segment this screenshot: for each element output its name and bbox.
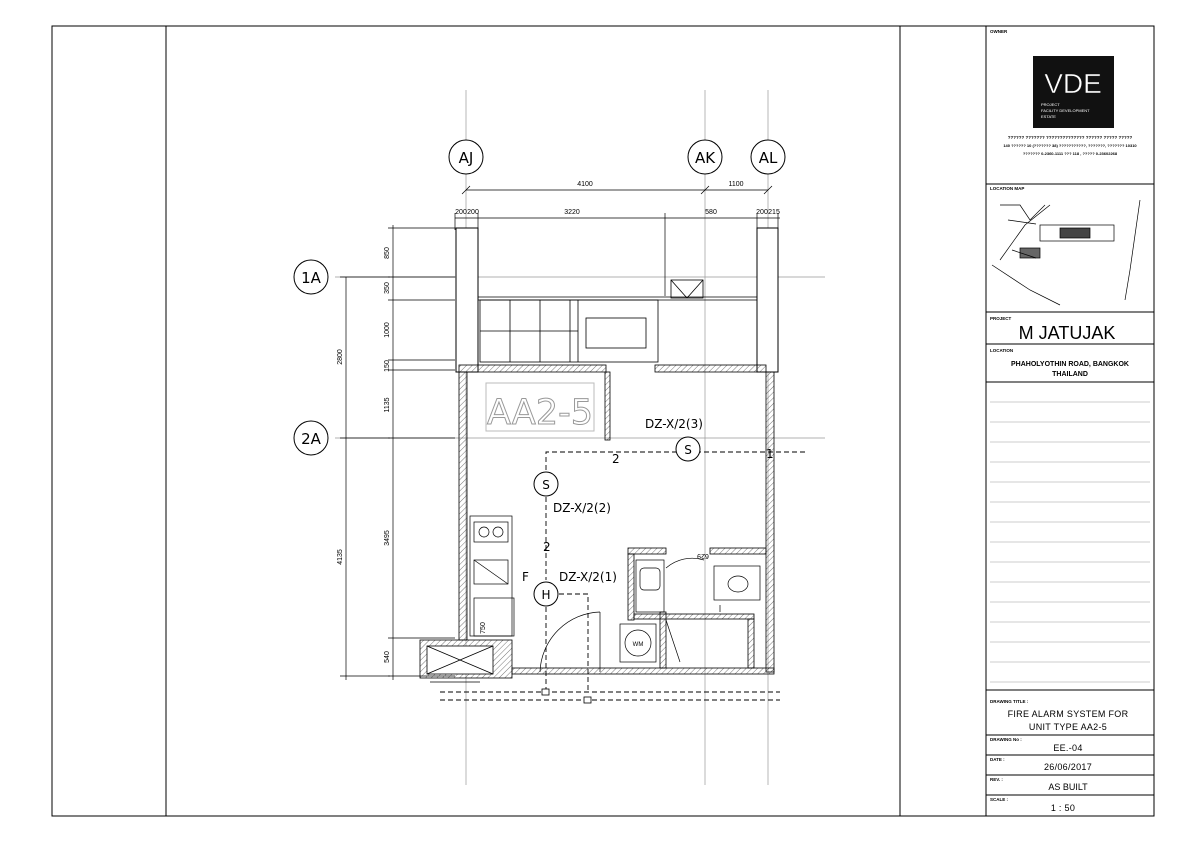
grid-label-al: AL <box>759 149 778 167</box>
drawing-title-line-2: UNIT TYPE AA2-5 <box>1029 722 1107 732</box>
zone-label-2: DZ-X/2(2) <box>553 501 611 515</box>
zone-label-1: DZ-X/2(1) <box>559 570 617 584</box>
zone-label-3: DZ-X/2(3) <box>645 417 703 431</box>
kitchen-counter <box>469 515 601 673</box>
dim-4135: 4135 <box>337 549 344 565</box>
dim-3495: 3495 <box>384 530 391 546</box>
logo-text: VDE <box>1044 68 1102 99</box>
dim-540: 540 <box>384 651 391 663</box>
rev-label: REV. : <box>990 777 1003 782</box>
exterior-walls <box>458 364 775 675</box>
drawing-title-label: DRAWING TITLE : <box>990 699 1029 704</box>
smoke-detector-3[interactable]: S <box>675 436 701 462</box>
title-block <box>986 183 1154 796</box>
wiring-terminators <box>541 688 592 704</box>
dim-1000: 1000 <box>384 322 391 338</box>
smoke-detector-symbol-3: S <box>684 443 692 457</box>
owner-line-2: 140 ?????? 10 (??????? 38) ???????????, … <box>1003 143 1137 148</box>
scale-label: SCALE : <box>990 797 1009 802</box>
heat-detector-symbol-1: H <box>541 588 550 602</box>
fridge-size-label: 750 <box>480 622 487 634</box>
dim-200c: 200 <box>756 209 768 216</box>
dim-580: 580 <box>705 209 717 216</box>
logo-sub-2: FACILITY DEVELOPMENT <box>1041 108 1090 113</box>
dim-2800: 2800 <box>337 349 344 365</box>
owner-label: OWNER <box>990 29 1008 34</box>
fire-alarm-wiring <box>440 451 808 701</box>
rev-value: AS BUILT <box>1048 782 1088 792</box>
fire-prefix-label: F <box>522 570 529 584</box>
grid-lines <box>335 90 825 785</box>
wire-count-1: 2 <box>612 452 620 466</box>
dim-350: 350 <box>384 282 391 294</box>
heat-detector-1[interactable]: H <box>533 581 559 607</box>
owner-line-3: ??????? 0-2360-1111 ??? 118 , ????? 0-23… <box>1023 151 1118 156</box>
grid-bubble-aj: AJ <box>448 139 484 175</box>
location-label: LOCATION <box>990 348 1013 353</box>
bathroom-fixtures <box>635 557 761 663</box>
grid-bubble-al: AL <box>750 139 786 175</box>
balcony-zone <box>478 279 757 363</box>
drawing-no: EE.-04 <box>1053 743 1082 753</box>
grid-bubble-ak: AK <box>687 139 723 175</box>
top-dimensions <box>454 185 780 296</box>
date-value: 26/06/2017 <box>1044 762 1092 772</box>
wire-count-3: 2 <box>543 540 551 554</box>
location-map-label: LOCATION MAP <box>990 186 1024 191</box>
entry-box <box>419 639 513 683</box>
logo-sub-3: ESTATE <box>1041 114 1056 119</box>
location-line-1: PHAHOLYOTHIN ROAD, BANGKOK <box>1011 361 1129 368</box>
dim-150: 150 <box>384 360 391 372</box>
grid-bubble-1a: 1A <box>293 259 329 295</box>
smoke-detector-2[interactable]: S <box>533 471 559 497</box>
dim-200a: 200 <box>455 209 467 216</box>
unit-type-tag: AA2-5 <box>485 382 595 434</box>
grid-label-aj: AJ <box>459 149 474 167</box>
date-label: DATE : <box>990 757 1005 762</box>
scale-value: 1 : 50 <box>1051 803 1075 813</box>
interior-walls <box>604 371 767 669</box>
columns <box>455 227 779 373</box>
title-block-blank-rows <box>990 401 1150 683</box>
dim-1135: 1135 <box>384 397 391 412</box>
dim-4100: 4100 <box>577 181 593 188</box>
owner-logo: VDE PROJECT FACILITY DEVELOPMENT ESTATE <box>1033 56 1114 128</box>
dim-1100: 1100 <box>728 181 743 188</box>
wire-count-2: 1 <box>766 447 774 461</box>
sheet-frame <box>51 25 1155 817</box>
smoke-detector-symbol-2: S <box>542 478 550 492</box>
left-dimensions <box>340 225 455 680</box>
project-label: PROJECT <box>990 316 1012 321</box>
drawing-no-label: DRAWING No : <box>990 737 1022 742</box>
dim-3220: 3220 <box>564 209 580 216</box>
grid-bubble-2a: 2A <box>293 420 329 456</box>
logo-sub-1: PROJECT <box>1041 102 1060 107</box>
dim-215: 215 <box>768 209 780 216</box>
location-line-2: THAILAND <box>1052 371 1088 378</box>
location-map <box>991 199 1141 306</box>
grid-label-ak: AK <box>695 149 716 167</box>
wm-label: WM <box>633 642 644 648</box>
owner-line-1: ?????? ??????? ?????????????? ?????? ???… <box>1008 135 1133 140</box>
unit-type-label: AA2-5 <box>487 393 593 433</box>
washing-machine <box>619 623 657 663</box>
grid-label-2a: 2A <box>301 430 322 448</box>
bath-size-label: 629 <box>697 552 709 559</box>
dim-200b: 200 <box>467 209 479 216</box>
drawing-title-line-1: FIRE ALARM SYSTEM FOR <box>1008 709 1129 719</box>
project-name: M JATUJAK <box>1019 323 1116 343</box>
grid-label-1a: 1A <box>301 269 322 287</box>
dim-850: 850 <box>384 247 391 259</box>
